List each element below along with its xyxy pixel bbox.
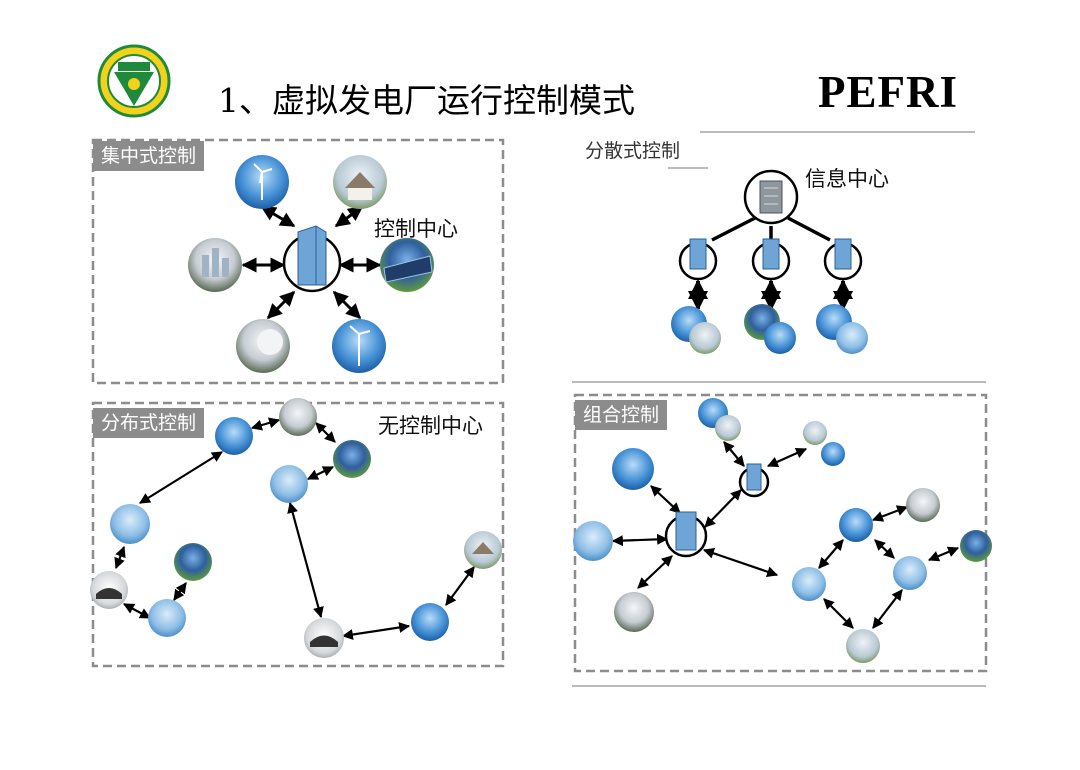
page-title: 1、虚拟发电厂运行控制模式 — [218, 81, 635, 120]
arrow-c8 — [871, 505, 909, 522]
wind-turbine-icon — [332, 319, 386, 373]
arrow-c7 — [766, 447, 808, 468]
wind-turbine-icon — [148, 599, 186, 637]
arrow-c13 — [927, 546, 960, 562]
arrow-d10 — [445, 566, 475, 606]
arrow-c5 — [702, 548, 779, 577]
arrow-c1 — [650, 485, 681, 514]
brand-logotype: PEFRI — [818, 67, 958, 117]
arrow-center-to-top-left — [260, 205, 296, 228]
nodes — [90, 155, 992, 663]
arrow-d6 — [173, 582, 187, 601]
arrow-center-to-top-right — [334, 205, 364, 228]
house-icon — [846, 629, 880, 663]
distributed-panel-label: 分布式控制 — [93, 408, 205, 438]
arrow-c3 — [637, 555, 673, 589]
control-center-building-icon — [282, 225, 342, 293]
storage-plant-icon — [573, 521, 613, 561]
control-center-building-icon — [678, 238, 718, 281]
solar-panel-icon — [380, 238, 434, 292]
arrow-center-to-bottom-left — [266, 290, 296, 320]
university-logo — [97, 44, 171, 118]
centralized-panel-frame — [91, 138, 505, 385]
node-cluster-left — [671, 306, 721, 354]
storage-plant-icon — [270, 465, 308, 503]
hierarchy-links — [711, 216, 831, 242]
storage-plant-icon — [906, 488, 940, 522]
arrow-d2 — [315, 422, 336, 443]
wind-turbine-icon — [839, 508, 873, 542]
storage-plant-icon — [279, 398, 317, 436]
solar-panel-icon — [174, 543, 212, 581]
control-center-building-icon — [751, 238, 791, 281]
arrow-d3 — [307, 466, 334, 480]
control-center-building-icon — [664, 511, 708, 558]
arrow-c9 — [818, 539, 844, 569]
storage-plant-icon — [893, 556, 927, 590]
wind-turbine-icon — [236, 319, 290, 373]
arrow-center-to-bottom-right — [332, 290, 362, 320]
centralized-panel-label: 集中式控制 — [93, 141, 205, 171]
storage-plant-icon — [411, 603, 449, 641]
wind-turbine-icon — [215, 417, 253, 455]
arrow-d8 — [287, 501, 324, 619]
node-cluster-top-left — [698, 398, 741, 441]
arrow-d4 — [139, 451, 223, 504]
node-cluster-middle — [744, 304, 796, 354]
electric-car-icon — [90, 571, 128, 609]
node-cluster-top-right — [803, 421, 845, 466]
arrow-c4 — [704, 489, 742, 528]
arrow-d5 — [114, 545, 126, 570]
wind-turbine-icon — [110, 504, 150, 544]
arrow-c11 — [823, 598, 854, 629]
info-center-label: 信息中心 — [805, 167, 889, 191]
node-cluster-right — [816, 304, 868, 354]
no-control-center-label: 无控制中心 — [378, 414, 483, 438]
house-icon — [464, 531, 502, 569]
wind-turbine-icon — [612, 448, 654, 490]
arrow-c6 — [723, 441, 745, 467]
combined-panel-label: 组合控制 — [575, 400, 668, 430]
storage-plant-icon — [614, 592, 654, 632]
connectors — [114, 205, 960, 640]
wind-turbine-icon — [792, 567, 826, 601]
house-icon — [333, 155, 387, 209]
control-center-label: 控制中心 — [374, 217, 458, 241]
control-center-building-icon — [738, 463, 770, 498]
arrow-d9 — [341, 622, 411, 640]
solar-panel-icon — [960, 530, 992, 562]
storage-plant-icon — [188, 238, 242, 292]
arrow-c10 — [874, 539, 895, 559]
wind-turbine-icon — [235, 155, 289, 209]
electric-car-icon — [304, 618, 344, 658]
server-icon — [743, 169, 799, 225]
arrow-c12 — [872, 589, 903, 629]
solar-panel-icon — [333, 440, 371, 478]
arrow-d7 — [123, 603, 151, 619]
arrow-d1 — [250, 417, 281, 431]
decentralized-panel-label: 分散式控制 — [585, 138, 681, 164]
arrow-c2 — [611, 533, 669, 547]
control-center-building-icon — [823, 238, 863, 281]
